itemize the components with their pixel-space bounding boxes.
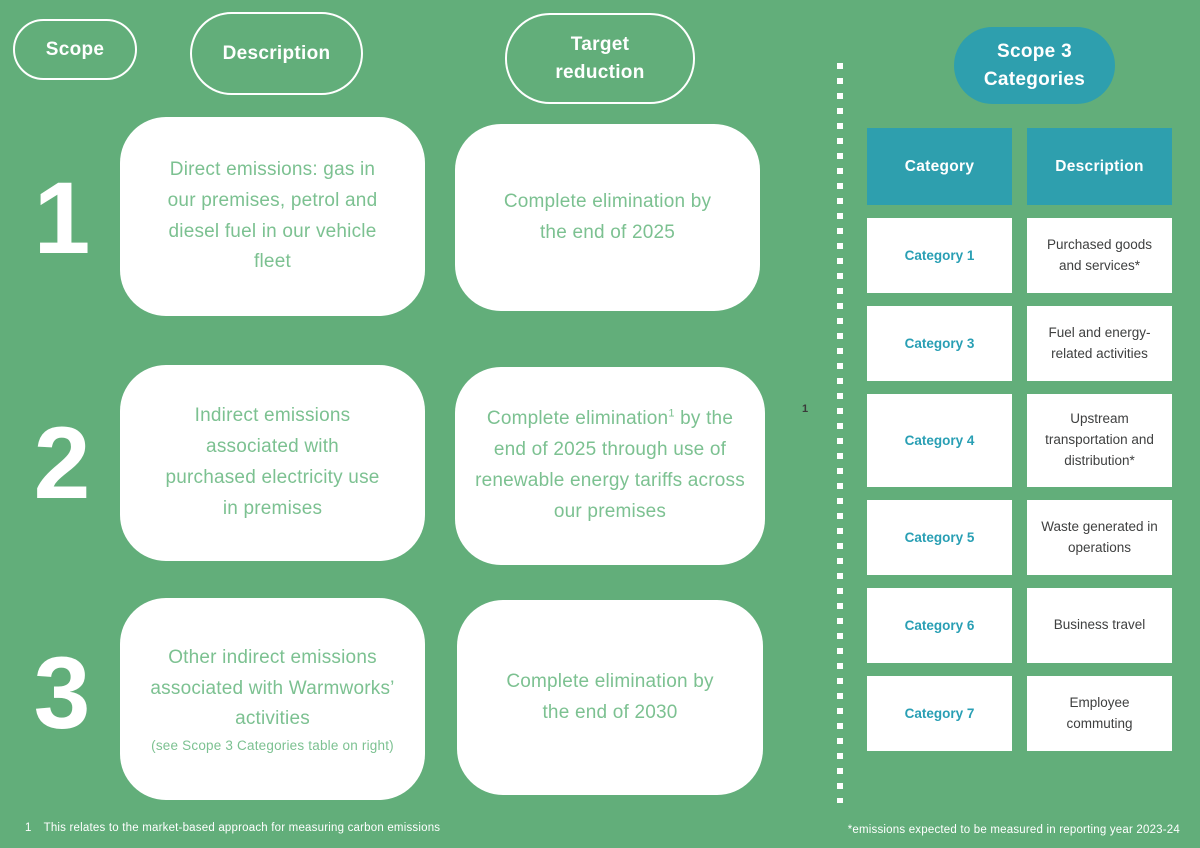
footnote-left-marker: 1 bbox=[25, 822, 32, 834]
scope3-table-header-description: Description bbox=[1027, 128, 1172, 205]
scope-column-header-label: Scope bbox=[45, 38, 105, 60]
target-reduction-column-header-label: Target reduction bbox=[555, 33, 645, 83]
scope3-table-header-category: Category bbox=[867, 128, 1012, 205]
description-column-header-label: Description bbox=[222, 42, 331, 64]
scope-2-number: 2 bbox=[33, 406, 91, 520]
table-row: Category 4 Upstream transportation and d… bbox=[867, 394, 1172, 487]
table-row: Category 3 Fuel and energy-related activ… bbox=[867, 306, 1172, 381]
scope-1-description-card: Direct emissions: gas in our premises, p… bbox=[120, 117, 425, 316]
scope-3-description-note: (see Scope 3 Categories table on right) bbox=[151, 738, 394, 754]
category-description-cell: Upstream transportation and distribution… bbox=[1027, 394, 1172, 487]
scope-1-target-card: Complete elimination by the end of 2025 bbox=[455, 124, 760, 311]
scope3-categories-table: Category Description Category 1 Purchase… bbox=[867, 128, 1172, 764]
scope-2-description-card: Indirect emissions associated with purch… bbox=[120, 365, 425, 561]
table-row: Category 6 Business travel bbox=[867, 588, 1172, 663]
footnote-left-text: This relates to the market-based approac… bbox=[43, 822, 441, 834]
scope-2-target-text: Complete elimination1 by the end of 2025… bbox=[475, 404, 745, 527]
category-description-cell: Fuel and energy-related activities bbox=[1027, 306, 1172, 381]
floating-footnote-marker: 1 bbox=[802, 403, 809, 415]
table-row: Category 7 Employee commuting bbox=[867, 676, 1172, 751]
scope-3-target-text: Complete elimination by the end of 2030 bbox=[506, 670, 714, 723]
footnote-right: *emissions expected to be measured in re… bbox=[847, 824, 1180, 836]
category-cell: Category 1 bbox=[867, 218, 1012, 293]
category-cell: Category 6 bbox=[867, 588, 1012, 663]
scope-3-target-card: Complete elimination by the end of 2030 bbox=[457, 600, 763, 795]
scope-1-description-text: Direct emissions: gas in our premises, p… bbox=[167, 158, 378, 273]
category-cell: Category 7 bbox=[867, 676, 1012, 751]
footnote-left: 1 This relates to the market-based approa… bbox=[25, 822, 440, 834]
scope-2-target-card: Complete elimination1 by the end of 2025… bbox=[455, 367, 765, 565]
table-row: Category 5 Waste generated in operations bbox=[867, 500, 1172, 575]
table-row: Category 1 Purchased goods and services* bbox=[867, 218, 1172, 293]
category-description-cell: Employee commuting bbox=[1027, 676, 1172, 751]
scope-2-target-footnote-marker: 1 bbox=[668, 408, 675, 421]
scope-2-description-text: Indirect emissions associated with purch… bbox=[165, 405, 380, 519]
scope-1-target-text: Complete elimination by the end of 2025 bbox=[503, 190, 712, 243]
scope-2-target-text-before: Complete elimination bbox=[486, 408, 669, 430]
scope-column-header: Scope bbox=[13, 19, 137, 80]
scope-3-description-card: Other indirect emissions associated with… bbox=[120, 598, 425, 800]
category-description-cell: Waste generated in operations bbox=[1027, 500, 1172, 575]
dotted-divider bbox=[837, 63, 843, 803]
scope-3-description-text: Other indirect emissions associated with… bbox=[150, 646, 395, 730]
category-description-cell: Business travel bbox=[1027, 588, 1172, 663]
category-description-cell: Purchased goods and services* bbox=[1027, 218, 1172, 293]
category-cell: Category 4 bbox=[867, 394, 1012, 487]
target-reduction-column-header: Target reduction bbox=[505, 13, 695, 104]
scope-2-target-text-after: by the end of 2025 through use of renewa… bbox=[475, 408, 745, 522]
scope3-categories-header-label: Scope 3 Categories bbox=[983, 40, 1086, 90]
scope-1-number: 1 bbox=[33, 161, 91, 275]
scope3-categories-header: Scope 3 Categories bbox=[954, 27, 1115, 104]
scope3-table-header-row: Category Description bbox=[867, 128, 1172, 205]
category-cell: Category 3 bbox=[867, 306, 1012, 381]
category-cell: Category 5 bbox=[867, 500, 1012, 575]
description-column-header: Description bbox=[190, 12, 363, 95]
scope-3-number: 3 bbox=[33, 636, 91, 750]
